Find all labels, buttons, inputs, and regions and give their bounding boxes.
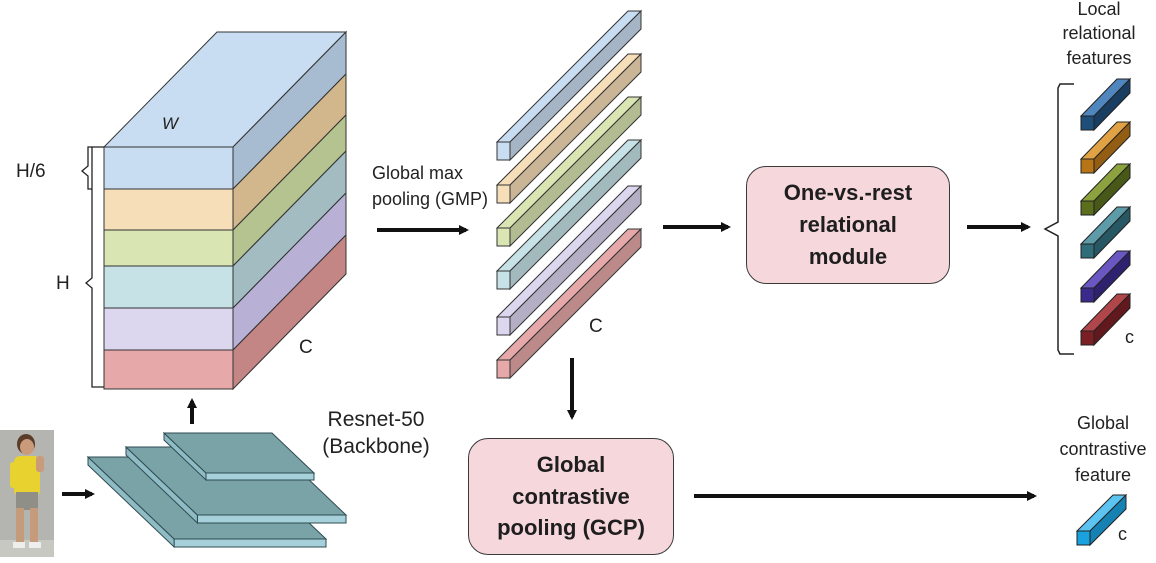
local-feature-cube	[1080, 243, 1095, 259]
global-contrastive-pooling-module: Global contrastive pooling (GCP)	[468, 438, 674, 555]
pooled-bar-front	[496, 316, 511, 336]
label-gmp: Global max pooling (GMP)	[372, 163, 489, 210]
feature-map-tensor	[102, 30, 348, 391]
backbone-slabs	[86, 431, 348, 549]
tensor-stripe	[103, 229, 234, 267]
local-feature-cube	[1080, 200, 1095, 216]
global-contrastive-feature-cube	[1075, 493, 1128, 547]
local-feature-cube	[1080, 330, 1095, 346]
backbone-slab-edge	[205, 472, 315, 481]
label-c-tensor: C	[299, 337, 313, 358]
pooled-bar-front	[496, 227, 511, 247]
backbone-slab	[162, 432, 316, 474]
label-w: W	[162, 114, 179, 133]
pooled-bar-front	[496, 141, 511, 161]
local-feature-cube	[1080, 158, 1095, 174]
pooled-bar-front	[496, 184, 511, 204]
label-backbone: Resnet-50 (Backbone)	[322, 408, 430, 459]
pooled-bar-front	[496, 359, 511, 379]
pooled-stripe-features	[495, 9, 643, 380]
local-relational-feature-cubes	[1079, 77, 1132, 347]
backbone-slab-edge	[196, 514, 347, 524]
pooled-bar-front	[496, 270, 511, 290]
h6-bracket	[80, 146, 92, 190]
local-feature-cube	[1080, 287, 1095, 303]
label-global-feature: Global contrastive feature	[1059, 413, 1147, 486]
backbone-slab-edge	[173, 538, 327, 548]
tensor-stripe	[103, 307, 234, 351]
tensor-stripe	[103, 349, 234, 390]
label-local-features: Local relational features	[1062, 0, 1136, 68]
local-feature-cube	[1080, 115, 1095, 131]
label-c-global: c	[1118, 524, 1127, 544]
label-c-local: c	[1125, 327, 1134, 347]
label-h: H	[56, 273, 70, 294]
tensor-stripe	[103, 265, 234, 309]
local-features-brace	[1043, 83, 1074, 355]
input-person-image	[0, 430, 54, 557]
tensor-stripe	[103, 146, 234, 190]
global-feature-cube	[1076, 530, 1091, 546]
label-c-stripes: C	[589, 316, 603, 337]
h-bracket	[84, 146, 104, 388]
label-h6: H/6	[16, 161, 46, 182]
one-vs-rest-relational-module: One-vs.-rest relational module	[746, 166, 950, 284]
tensor-stripe	[103, 188, 234, 231]
